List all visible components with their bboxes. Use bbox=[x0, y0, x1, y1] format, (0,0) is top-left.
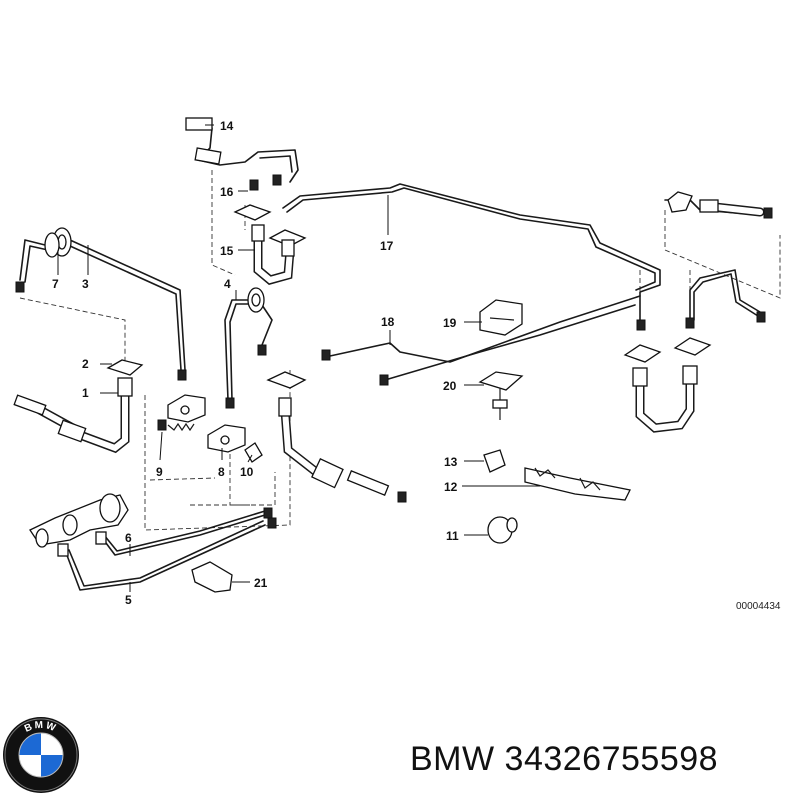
callout-10: 10 bbox=[240, 465, 254, 479]
callout-2: 2 bbox=[82, 357, 89, 371]
callout-3: 3 bbox=[82, 277, 89, 291]
callout-8: 8 bbox=[218, 465, 225, 479]
bmw-logo: BMW bbox=[3, 717, 79, 793]
callout-5: 5 bbox=[125, 593, 132, 607]
callout-4: 4 bbox=[224, 277, 231, 291]
callout-12: 12 bbox=[444, 480, 458, 494]
callout-15: 15 bbox=[220, 244, 234, 258]
part-number: 34326755598 bbox=[504, 740, 719, 778]
fittings bbox=[13, 117, 773, 593]
callout-17: 17 bbox=[380, 239, 394, 253]
callout-6: 6 bbox=[125, 531, 132, 545]
callout-7: 7 bbox=[52, 277, 59, 291]
brake-pipes bbox=[19, 127, 761, 591]
callout-9: 9 bbox=[156, 465, 163, 479]
logo-lettering: BMW bbox=[23, 720, 59, 735]
callout-13: 13 bbox=[444, 455, 458, 469]
callout-18: 18 bbox=[381, 315, 395, 329]
callout-11: 11 bbox=[446, 529, 459, 543]
callout-16: 16 bbox=[220, 185, 234, 199]
callout-20: 20 bbox=[443, 379, 457, 393]
part-caption: BMW 34326755598 bbox=[410, 740, 718, 779]
document-number: 00004434 bbox=[736, 601, 781, 612]
brand-name: BMW bbox=[410, 740, 495, 778]
callout-19: 19 bbox=[443, 316, 457, 330]
callout-1: 1 bbox=[82, 386, 89, 400]
callout-14: 14 bbox=[220, 119, 234, 133]
callout-21: 21 bbox=[254, 576, 268, 590]
leader-lines bbox=[57, 124, 540, 592]
callout-labels: 1 2 3 4 5 6 7 8 9 10 11 12 13 14 15 16 1… bbox=[52, 119, 781, 612]
brake-hoses bbox=[35, 202, 765, 480]
guide-lines bbox=[19, 170, 781, 531]
